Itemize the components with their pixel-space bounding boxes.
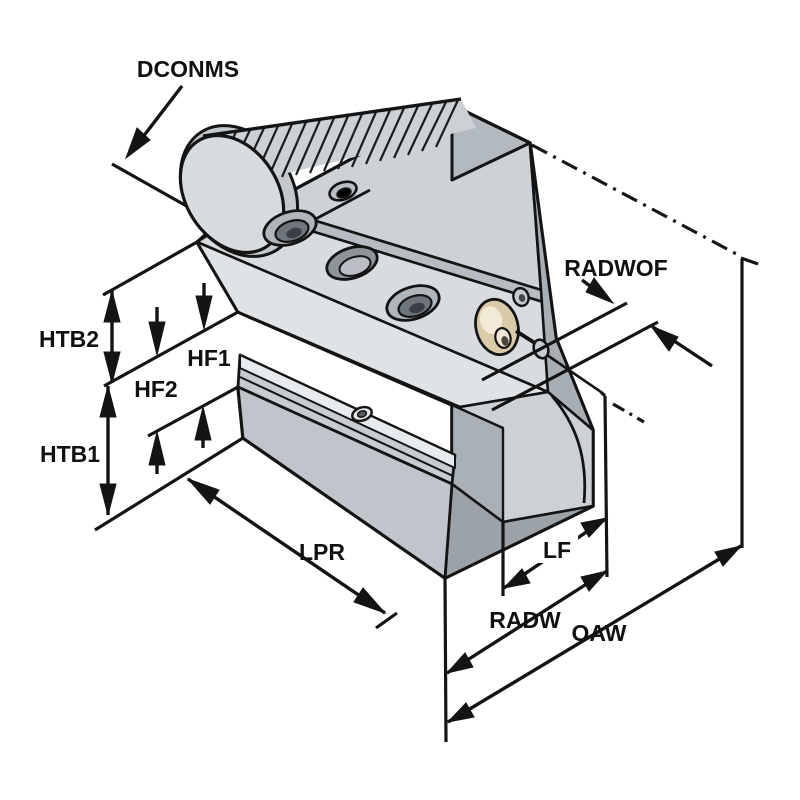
label-lf: LF [543, 537, 571, 563]
lf-right-extension-line [603, 395, 609, 578]
curved-relief-edge [550, 395, 587, 504]
vdi-axis-centerline [531, 143, 743, 259]
lpr-end-tick [375, 611, 398, 630]
coolant-port [474, 297, 520, 357]
shank-end-face [178, 133, 286, 255]
tool-axis-centerline [612, 402, 645, 424]
axis-thin-line [546, 353, 602, 394]
seat-plate-top [239, 354, 456, 469]
label-radw: RADW [489, 607, 561, 633]
lpr-dimension [186, 477, 387, 615]
oaw-dimension [446, 544, 743, 724]
body-bottom-extension-line [103, 310, 239, 388]
clamp-screw-hole-2-center [409, 302, 425, 314]
htb2-dimension [103, 290, 121, 384]
dconms-leader [124, 84, 184, 160]
radw-dimension [445, 569, 609, 675]
seat-plate-seam [239, 376, 454, 477]
shank-top-silhouette [202, 97, 462, 138]
label-oaw: OAW [572, 620, 627, 646]
oaw-top-tick [740, 256, 759, 266]
top-small-hole-bore [336, 187, 352, 199]
knurl-band [203, 99, 476, 182]
label-htb1: HTB1 [40, 441, 100, 467]
hf2-dimension [148, 307, 166, 474]
radwof-dimension [580, 277, 713, 368]
label-hf2: HF2 [134, 376, 177, 402]
block-bottom-extension-line [94, 436, 244, 532]
label-lpr: LPR [299, 539, 345, 565]
clamp-screw-hole-1-center [286, 227, 302, 239]
label-dconms: DCONMS [137, 56, 239, 82]
dimension-lines [99, 84, 743, 724]
body-holes [262, 180, 602, 394]
radw-oaw-extension-line [443, 577, 448, 743]
label-radwof: RADWOF [564, 255, 667, 281]
radwof-lower-extension-line [491, 320, 659, 412]
axis-connector [599, 390, 607, 398]
radwof-upper-extension-line [481, 301, 628, 382]
lf-label-background [536, 536, 578, 563]
htb1-dimension [99, 385, 117, 516]
hf1-dimension [194, 283, 213, 448]
seat-top-extension-line [147, 385, 239, 438]
extension-lines-right [375, 256, 759, 743]
seat-screw-hole [351, 405, 373, 423]
label-hf1: HF1 [187, 345, 231, 371]
centerlines [531, 143, 743, 424]
center-bore-hole-floor [338, 255, 372, 277]
label-htb2: HTB2 [39, 326, 99, 352]
side-pin-hole-center [518, 294, 526, 302]
shank [178, 97, 476, 258]
dimension-labels: DCONMS HTB2 HF1 HF2 HTB1 LPR RADWOF LF R… [39, 56, 668, 646]
